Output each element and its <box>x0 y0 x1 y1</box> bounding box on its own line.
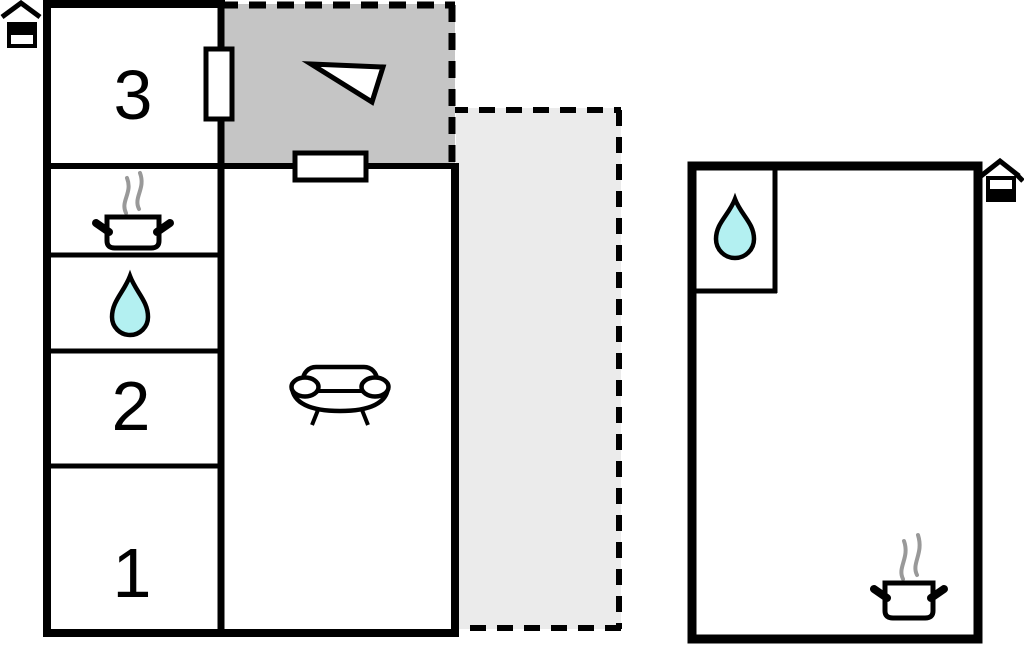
covered-terrace-fill <box>222 4 455 166</box>
pot-handle-right <box>153 219 174 236</box>
triangle-icon <box>301 61 387 106</box>
water-drop-icon <box>713 192 757 261</box>
cooking-pot-icon <box>92 171 174 251</box>
pot-handle-left <box>92 219 113 236</box>
bedroom-3-label: 3 <box>114 56 153 134</box>
room-bedroom-3: 3 <box>114 56 153 134</box>
sofa-leg-left <box>310 409 320 426</box>
cooking-pot-icon <box>870 533 948 621</box>
room-living <box>289 364 391 426</box>
open-terrace-fill <box>456 108 621 629</box>
sofa-armrest-left <box>289 375 321 399</box>
steam-icon <box>135 171 144 211</box>
bedroom-2-label: 2 <box>112 367 151 445</box>
bedroom-1-label: 1 <box>113 534 152 612</box>
room-bedroom-2: 2 <box>112 367 151 445</box>
water-drop-icon <box>109 269 151 338</box>
steam-icon <box>122 176 131 215</box>
steam-icon <box>899 539 908 581</box>
annex-kitchen <box>870 533 948 621</box>
house-roof <box>979 157 1021 178</box>
annex-building <box>687 157 1024 644</box>
pot-handle-left <box>870 585 891 602</box>
room-bedroom-1: 1 <box>113 534 152 612</box>
annex-bathroom <box>694 168 778 294</box>
house-entrance-icon <box>979 157 1024 202</box>
house-entrance-icon <box>0 0 42 48</box>
steam-icon <box>913 533 922 577</box>
pot-body <box>104 214 162 251</box>
room-kitchen <box>92 171 174 251</box>
covered-terrace <box>221 1 456 166</box>
house-roof <box>0 0 42 20</box>
house-body-black-half <box>7 22 37 35</box>
pot-body <box>882 580 936 621</box>
door-terrace-livingroom <box>292 150 369 183</box>
door-bedroom3-terrace <box>203 46 235 122</box>
sofa-armrest-right <box>359 375 391 399</box>
room-bathroom <box>109 269 151 338</box>
sofa-leg-right <box>360 409 370 426</box>
main-building: 3 2 1 <box>0 0 622 637</box>
sofa-icon <box>289 364 391 426</box>
pot-handle-right <box>927 585 948 602</box>
open-terrace <box>452 107 622 631</box>
house-roof-overhang <box>1014 172 1024 183</box>
house-body-black-half <box>986 189 1016 202</box>
